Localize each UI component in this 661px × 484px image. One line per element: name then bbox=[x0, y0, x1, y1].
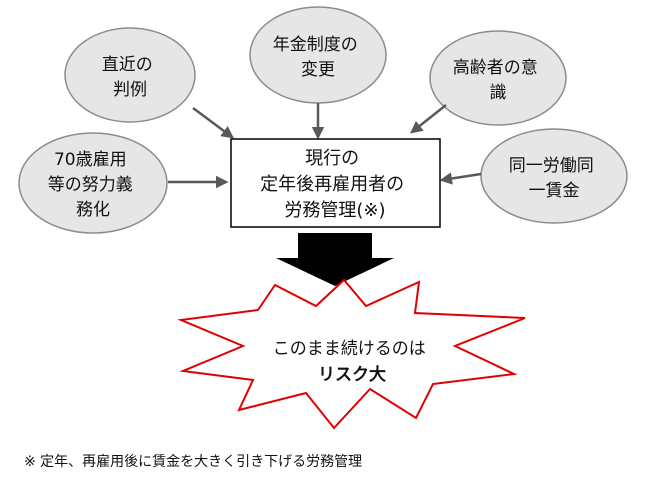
footnote: ※ 定年、再雇用後に賃金を大きく引き下げる労務管理 bbox=[24, 454, 363, 470]
factor-label-line: 識 bbox=[490, 83, 507, 103]
result-text: このまま続けるのは bbox=[273, 339, 426, 359]
center-label-line: 労務管理(※) bbox=[284, 200, 385, 221]
svg-text:年金制度の 変更: 年金制度の 変更 bbox=[273, 35, 363, 80]
svg-text:70歳雇用 等の努力義 務化: 70歳雇用 等の努力義 務化 bbox=[48, 150, 138, 220]
center-label-line: 定年後再雇用者の bbox=[260, 174, 404, 195]
center-label-line: 現行の bbox=[305, 148, 359, 169]
arrow-from-equal-pay bbox=[439, 172, 482, 185]
factor-label-line: 年金制度の bbox=[273, 35, 358, 55]
factor-label-line: 務化 bbox=[76, 200, 110, 220]
factor-label-line: 直近の bbox=[102, 55, 153, 75]
factor-recent-precedent: 直近の 判例 bbox=[64, 27, 196, 123]
factor-label-line: 一賃金 bbox=[529, 181, 580, 201]
svg-text:直近の 判例: 直近の 判例 bbox=[102, 55, 158, 100]
factor-arrows bbox=[168, 103, 482, 189]
factor-label-line: 判例 bbox=[113, 80, 147, 100]
risk-burst: このまま続けるのは リスク大 bbox=[177, 278, 526, 430]
factor-label-line: 高齢者の意 bbox=[453, 58, 538, 78]
factor-label-line: 70歳雇用 bbox=[54, 150, 127, 170]
factor-pension-change: 年金制度の 変更 bbox=[249, 6, 387, 104]
factor-label-line: 同一労働同 bbox=[509, 156, 594, 176]
factor-elderly-awareness: 高齢者の意 識 bbox=[429, 30, 567, 126]
arrow-from-recent-precedent bbox=[192, 106, 235, 139]
factor-label-line: 変更 bbox=[301, 60, 335, 80]
factor-age70-obligation: 70歳雇用 等の努力義 務化 bbox=[18, 132, 168, 234]
svg-text:現行の 定年後再雇用者の 労務管理(: 現行の 定年後再雇用者の 労務管理(※) bbox=[260, 148, 410, 221]
svg-text:高齢者の意 識: 高齢者の意 識 bbox=[453, 58, 543, 103]
svg-text:同一労働同 一賃金: 同一労働同 一賃金 bbox=[509, 156, 599, 201]
center-box: 現行の 定年後再雇用者の 労務管理(※) bbox=[230, 138, 441, 228]
big-down-arrow bbox=[276, 233, 394, 286]
factor-equal-pay: 同一労働同 一賃金 bbox=[480, 128, 628, 224]
arrow-from-elderly-awareness bbox=[410, 104, 447, 134]
result-emphasis: リスク大 bbox=[318, 364, 386, 385]
svg-text:このまま続けるのは リスク大: このまま続けるのは リスク大 bbox=[273, 339, 431, 385]
factor-label-line: 等の努力義 bbox=[48, 175, 133, 195]
